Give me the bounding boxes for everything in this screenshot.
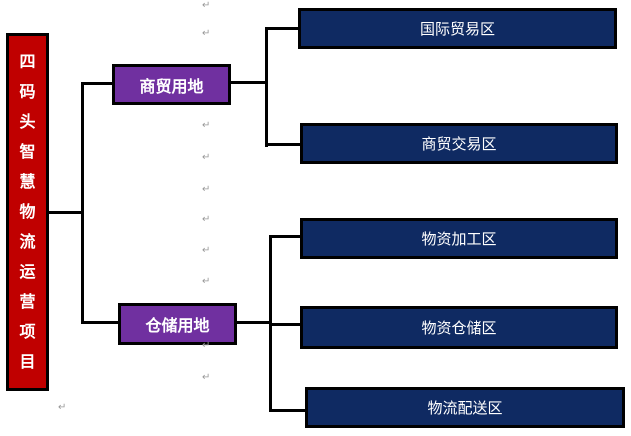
leaf-label: 国际贸易区 (419, 20, 495, 38)
root-char: 四 (19, 52, 36, 71)
paragraph-mark: ↵ (58, 402, 67, 413)
connector (48, 211, 83, 214)
connector (81, 321, 119, 324)
paragraph-mark: ↵ (202, 184, 211, 195)
connector (269, 235, 301, 238)
paragraph-mark: ↵ (202, 152, 211, 163)
connector (269, 323, 301, 326)
root-char: 流 (19, 232, 36, 251)
branch-label: 商贸用地 (139, 76, 204, 96)
connector (265, 27, 268, 147)
branch-node-storage: 仓储用地 (118, 303, 237, 345)
leaf-node: 物资加工区 (300, 218, 618, 259)
branch-node-commerce: 商贸用地 (112, 64, 231, 105)
leaf-node: 商贸交易区 (300, 123, 618, 164)
leaf-node: 物资仓储区 (300, 306, 618, 349)
root-char: 物 (19, 202, 36, 221)
connector (265, 27, 299, 30)
connector (81, 82, 84, 324)
leaf-label: 物资仓储区 (421, 319, 497, 337)
paragraph-mark: ↵ (202, 28, 211, 39)
paragraph-mark: ↵ (202, 340, 211, 351)
root-char: 目 (19, 352, 36, 371)
root-char: 营 (19, 292, 36, 311)
leaf-label: 物流配送区 (427, 399, 503, 417)
root-char: 头 (19, 112, 36, 131)
root-char: 项 (19, 322, 36, 341)
paragraph-mark: ↵ (202, 120, 211, 131)
connector (230, 81, 267, 84)
leaf-node: 国际贸易区 (298, 8, 617, 49)
root-char: 智 (19, 142, 36, 161)
root-char: 运 (19, 262, 36, 281)
paragraph-mark: ↵ (202, 372, 211, 383)
paragraph-mark: ↵ (202, 0, 211, 11)
root-char: 码 (19, 82, 36, 101)
root-char: 慧 (19, 172, 36, 191)
connector (236, 321, 271, 324)
leaf-node: 物流配送区 (305, 387, 625, 428)
leaf-label: 商贸交易区 (421, 135, 497, 153)
root-node: 四码头智慧物流运营项目 (6, 33, 49, 391)
paragraph-mark: ↵ (202, 245, 211, 256)
connector (269, 409, 306, 412)
connector (265, 143, 301, 146)
leaf-label: 物资加工区 (421, 230, 497, 248)
connector (81, 82, 113, 85)
branch-label: 仓储用地 (145, 316, 210, 335)
paragraph-mark: ↵ (202, 276, 211, 287)
paragraph-mark: ↵ (202, 214, 211, 225)
